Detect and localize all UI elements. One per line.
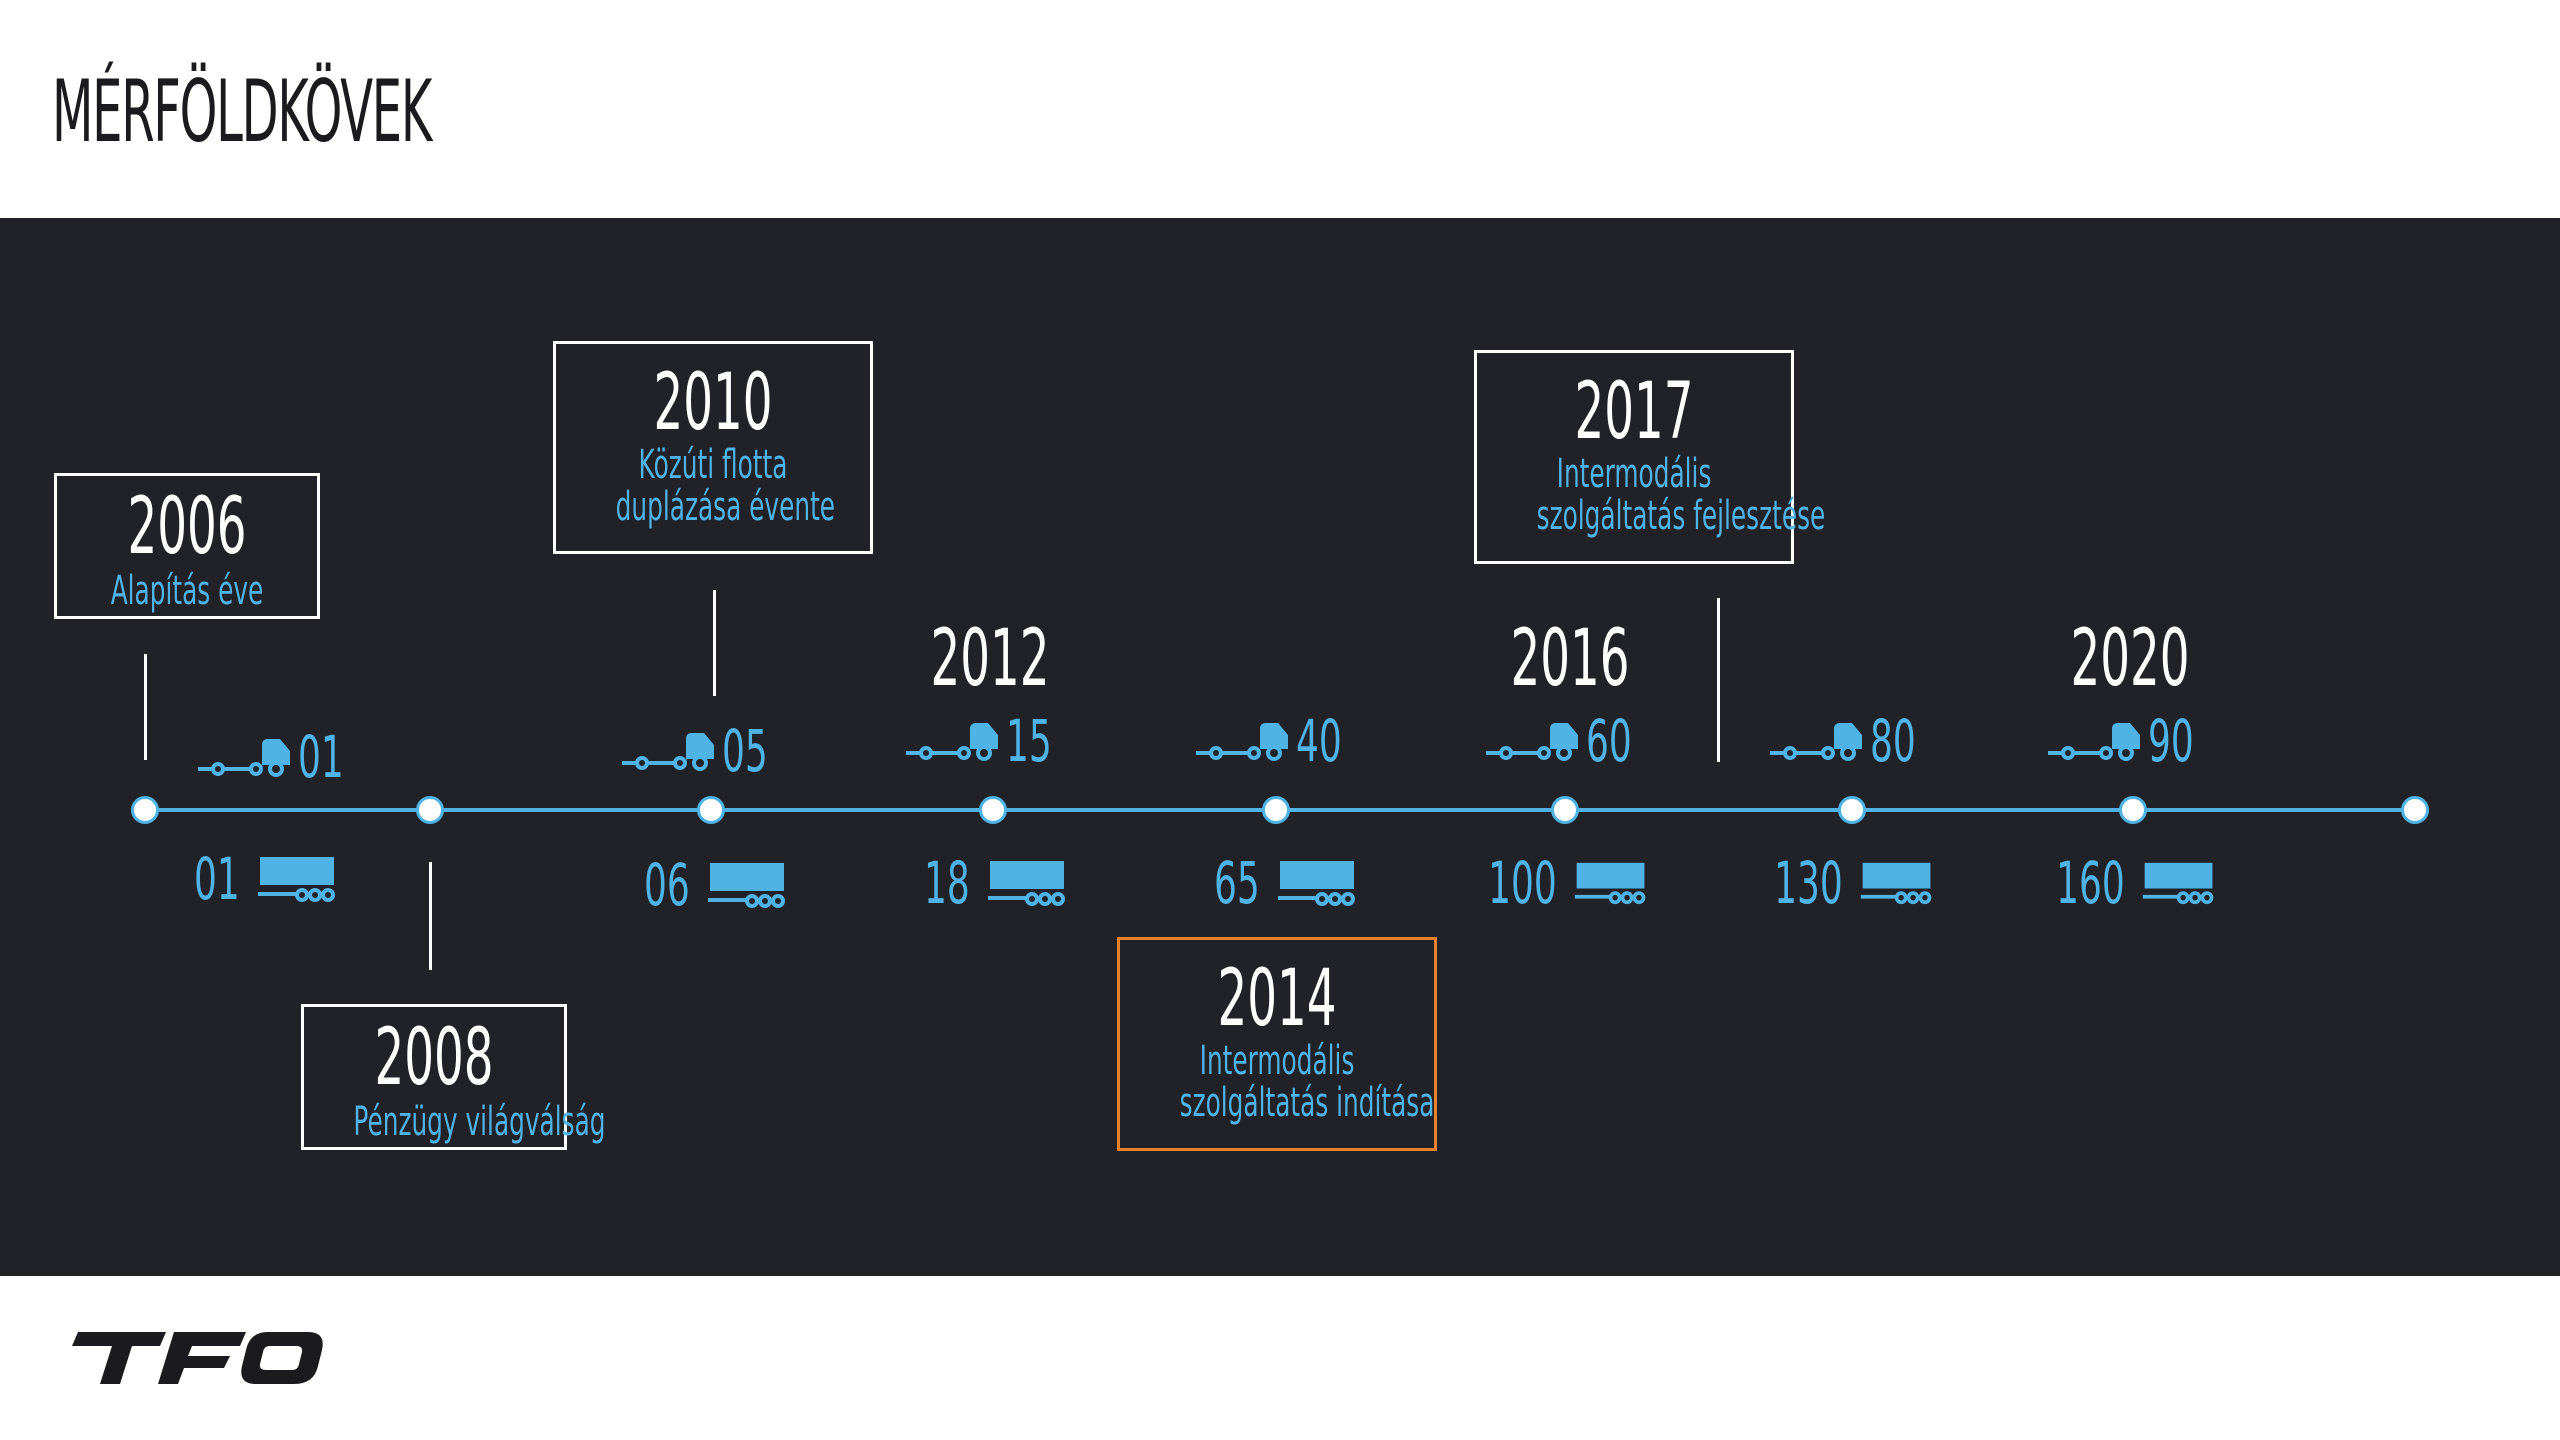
truck-icon: [622, 733, 714, 771]
page-title: MÉRFÖLDKÖVEK: [52, 62, 432, 162]
trailer-count: 100: [1488, 849, 1557, 917]
timeline-node: [416, 796, 444, 824]
trailer-stat: 01: [136, 850, 336, 908]
milestone-year: 2010: [653, 358, 773, 448]
milestone-desc: Alapítás éve: [110, 568, 264, 614]
trailer-stat: 130: [1732, 854, 1932, 912]
truck-count: 80: [1870, 707, 1916, 775]
trailer-count: 06: [644, 851, 690, 919]
timeline-node: [979, 796, 1007, 824]
connector-line: [144, 654, 147, 760]
trailer-count: 160: [2056, 849, 2125, 917]
trailer-count: 01: [194, 845, 240, 913]
milestone-year: 2014: [1217, 954, 1337, 1044]
truck-count: 05: [722, 717, 768, 785]
milestone-box-2014: 2014 Intermodális szolgáltatás indítása: [1117, 937, 1437, 1151]
truck-icon: [906, 723, 998, 761]
timeline-node: [2119, 796, 2147, 824]
milestone-desc: szolgáltatás fejlesztése: [1536, 493, 1826, 539]
truck-count: 90: [2148, 707, 2194, 775]
timeline-node: [697, 796, 725, 824]
truck-stat: 40: [1194, 712, 1370, 770]
truck-icon: [198, 739, 290, 777]
timeline-node: [2401, 796, 2429, 824]
trailer-count: 65: [1214, 849, 1260, 917]
milestone-desc: Intermodális: [1556, 451, 1712, 497]
truck-icon: [1196, 723, 1288, 761]
milestone-year: 2006: [127, 482, 247, 572]
trailer-count: 130: [1774, 849, 1843, 917]
milestone-box-2006: 2006 Alapítás éve: [54, 473, 320, 619]
milestone-year: 2016: [1510, 614, 1630, 704]
trailer-icon: [988, 861, 1065, 906]
milestone-desc: szolgáltatás indítása: [1179, 1080, 1435, 1126]
truck-icon: [2048, 723, 2140, 761]
truck-stat: 80: [1768, 712, 1944, 770]
truck-count: 01: [298, 723, 344, 791]
truck-stat: 05: [620, 722, 796, 780]
milestone-year: 2020: [2070, 614, 2190, 704]
milestone-box-2010: 2010 Közúti flotta duplázása évente: [553, 341, 873, 554]
timeline-node: [1262, 796, 1290, 824]
truck-icon: [1770, 723, 1862, 761]
trailer-stat: 100: [1446, 854, 1646, 912]
milestone-year: 2008: [374, 1013, 494, 1103]
truck-count: 60: [1586, 707, 1632, 775]
trailer-icon: [2142, 862, 2214, 905]
truck-stat: 15: [904, 712, 1080, 770]
connector-line: [429, 862, 432, 970]
truck-count: 40: [1296, 707, 1342, 775]
connector-line: [1717, 598, 1720, 762]
timeline-node: [1551, 796, 1579, 824]
milestone-year: 2012: [930, 614, 1050, 704]
truck-count: 15: [1006, 707, 1052, 775]
trailer-icon: [708, 863, 785, 908]
timeline-node: [1838, 796, 1866, 824]
milestone-desc: Pénzügy világválság: [353, 1099, 606, 1145]
truck-stat: 01: [196, 728, 372, 786]
trailer-stat: 06: [586, 856, 786, 914]
tfo-logo: [70, 1328, 326, 1393]
trailer-stat: 18: [866, 854, 1066, 912]
trailer-stat: 65: [1156, 854, 1356, 912]
trailer-stat: 160: [2014, 854, 2214, 912]
truck-icon: [1486, 723, 1578, 761]
trailer-icon: [1860, 862, 1932, 905]
milestone-year: 2017: [1574, 367, 1694, 457]
trailer-icon: [1278, 861, 1355, 906]
trailer-icon: [258, 857, 335, 902]
milestone-desc: duplázása évente: [615, 484, 836, 530]
connector-line: [713, 590, 716, 696]
trailer-icon: [1574, 862, 1646, 905]
tfo-logo-icon: [72, 1332, 323, 1384]
truck-stat: 60: [1484, 712, 1660, 770]
milestone-desc: Intermodális: [1199, 1038, 1355, 1084]
milestone-box-2008: 2008 Pénzügy világválság: [301, 1004, 606, 1150]
truck-stat: 90: [2046, 712, 2222, 770]
timeline-node: [131, 796, 159, 824]
milestone-desc: Közúti flotta: [638, 442, 788, 488]
milestone-box-2017: 2017 Intermodális szolgáltatás fejleszté…: [1474, 350, 1826, 564]
trailer-count: 18: [924, 849, 970, 917]
